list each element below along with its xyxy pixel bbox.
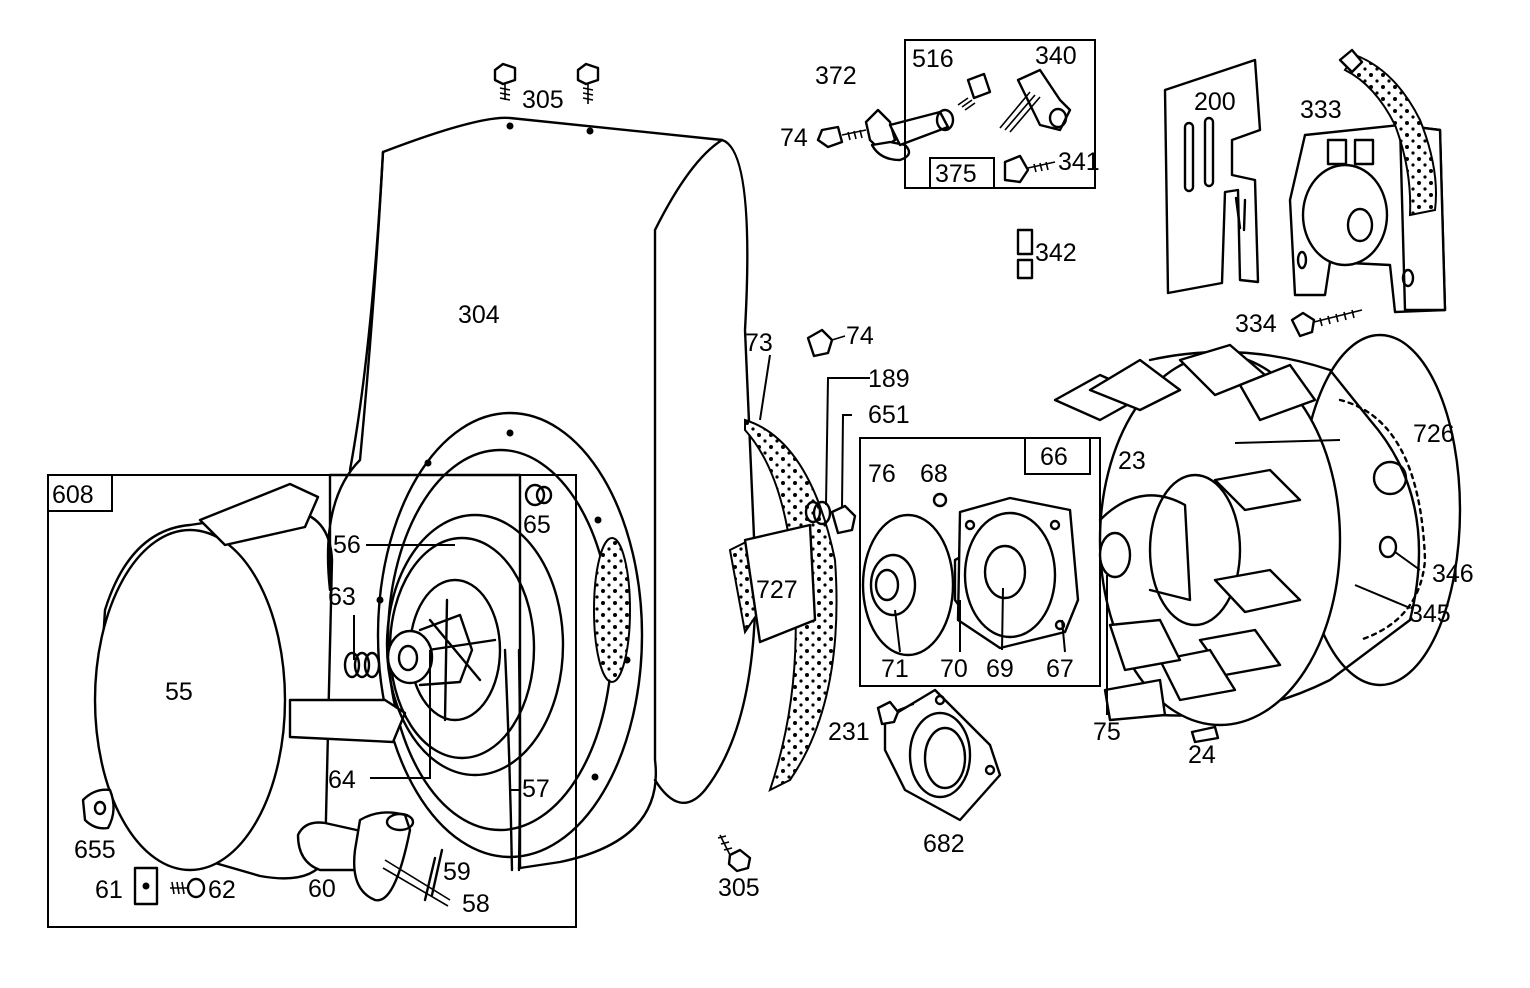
label-57: 57 [522,775,550,803]
label-341: 341 [1058,148,1100,176]
label-655: 655 [74,836,116,864]
label-608: 608 [52,481,94,509]
label-62: 62 [208,876,236,904]
label-73: 73 [745,329,773,357]
clutch-assembly [861,492,1080,657]
label-189: 189 [868,365,910,393]
starter-cover [93,482,407,880]
label-24: 24 [1188,741,1216,769]
clip-655 [81,788,115,830]
label-68: 68 [920,460,948,488]
screw-334 [1290,309,1363,338]
screw-74 [806,328,846,358]
label-231: 231 [828,718,870,746]
deflector-727 [728,523,817,644]
label-76: 76 [868,460,896,488]
bolt-icon [717,834,752,873]
label-334: 334 [1235,310,1277,338]
label-23: 23 [1118,447,1146,475]
flywheel [1053,333,1462,727]
label-70: 70 [940,655,968,683]
handle-60 [296,811,451,907]
label-651: 651 [868,401,910,429]
label-74-mid: 74 [846,322,874,350]
label-61: 61 [95,876,123,904]
callout-labels: 304 305 305 608 55 56 63 64 65 57 655 61… [52,42,1474,918]
insert-61 [133,866,159,906]
label-71: 71 [881,655,909,683]
screw-341 [1003,154,1056,184]
label-727: 727 [756,576,798,604]
label-682: 682 [923,830,965,858]
label-333: 333 [1300,96,1342,124]
label-60: 60 [308,875,336,903]
armature-magneto [1288,48,1447,314]
label-74-top: 74 [780,124,808,152]
nut-651 [830,504,857,535]
label-340: 340 [1035,42,1077,70]
kit-box-608 [47,474,577,928]
label-66: 66 [1040,443,1068,471]
kit-box-375 [904,39,1096,189]
label-375: 375 [935,160,977,188]
sleeve-342 [1016,228,1034,280]
blower-housing [326,116,757,870]
label-58: 58 [462,890,490,918]
screw-231 [876,700,915,726]
label-67: 67 [1046,655,1074,683]
nut-65 [524,483,553,507]
label-56: 56 [333,531,361,559]
key-24 [1190,725,1220,744]
label-200: 200 [1194,88,1236,116]
bolt-icon [493,62,600,104]
label-305-top: 305 [522,86,564,114]
label-304: 304 [458,301,500,329]
label-516: 516 [912,45,954,73]
label-75: 75 [1093,718,1121,746]
label-345: 345 [1409,600,1451,628]
label-69: 69 [986,655,1014,683]
starter-pulley [385,513,565,777]
leader-lines [353,354,1421,791]
spring-rings-63 [343,651,381,679]
label-372: 372 [815,62,857,90]
label-59: 59 [443,858,471,886]
label-64: 64 [328,766,356,794]
label-342: 342 [1035,239,1077,267]
starter-cup-682 [883,688,1002,822]
label-55: 55 [165,678,193,706]
label-346: 346 [1432,560,1474,588]
label-63: 63 [328,583,356,611]
bracket-200 [1163,58,1262,295]
starter-rope-57 [503,648,522,872]
label-726: 726 [1413,420,1455,448]
washer-189 [804,500,832,526]
label-305-bottom: 305 [718,874,760,902]
label-65: 65 [523,511,551,539]
screw-62 [170,877,206,899]
